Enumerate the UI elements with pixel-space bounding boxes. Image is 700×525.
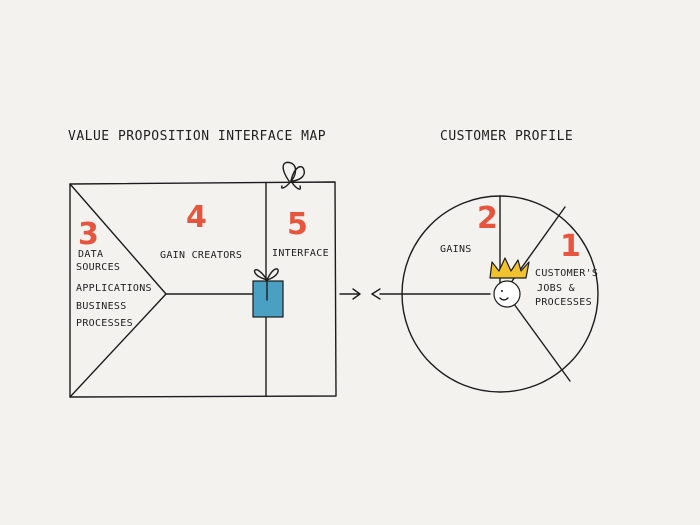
profile-spoke-lower-right [513,303,571,382]
map-frame [69,181,337,398]
map-diagonal-top [69,183,167,295]
label-sources: Sources [76,262,120,273]
number-data-sources: 3 [78,217,99,252]
arrow-right-icon [339,288,361,300]
label-processes: Processes [76,318,133,329]
label-gain-creators: Gain Creators [160,250,242,261]
interface-map: 3 4 5 Data Sources Applications Business… [69,161,337,398]
label-interface: Interface [272,248,329,259]
label-gains: Gains [440,244,472,255]
title-customer-profile: Customer Profile [440,129,573,144]
title-interface-map: Value Proposition Interface Map [68,129,326,144]
label-customers: Customer's [535,268,598,279]
ribbon-bow-icon [280,161,305,190]
gift-box-icon [252,268,284,318]
label-applications: Applications [76,283,152,294]
crown-icon [489,257,530,279]
number-interface: 5 [287,207,308,242]
number-gain-creators: 4 [186,200,207,235]
number-gains: 2 [477,201,498,236]
arrow-left-icon [371,288,381,300]
customer-profile: 2 1 Gains Customer's Jobs & Processes [379,195,599,393]
map-diagonal-bottom [69,293,167,398]
label-jobs-processes: Processes [535,297,592,308]
label-data: Data [78,249,103,260]
number-jobs: 1 [560,229,581,264]
label-jobs: Jobs & [537,283,575,294]
label-business: Business [76,301,127,312]
smiley-face-icon [493,280,521,308]
